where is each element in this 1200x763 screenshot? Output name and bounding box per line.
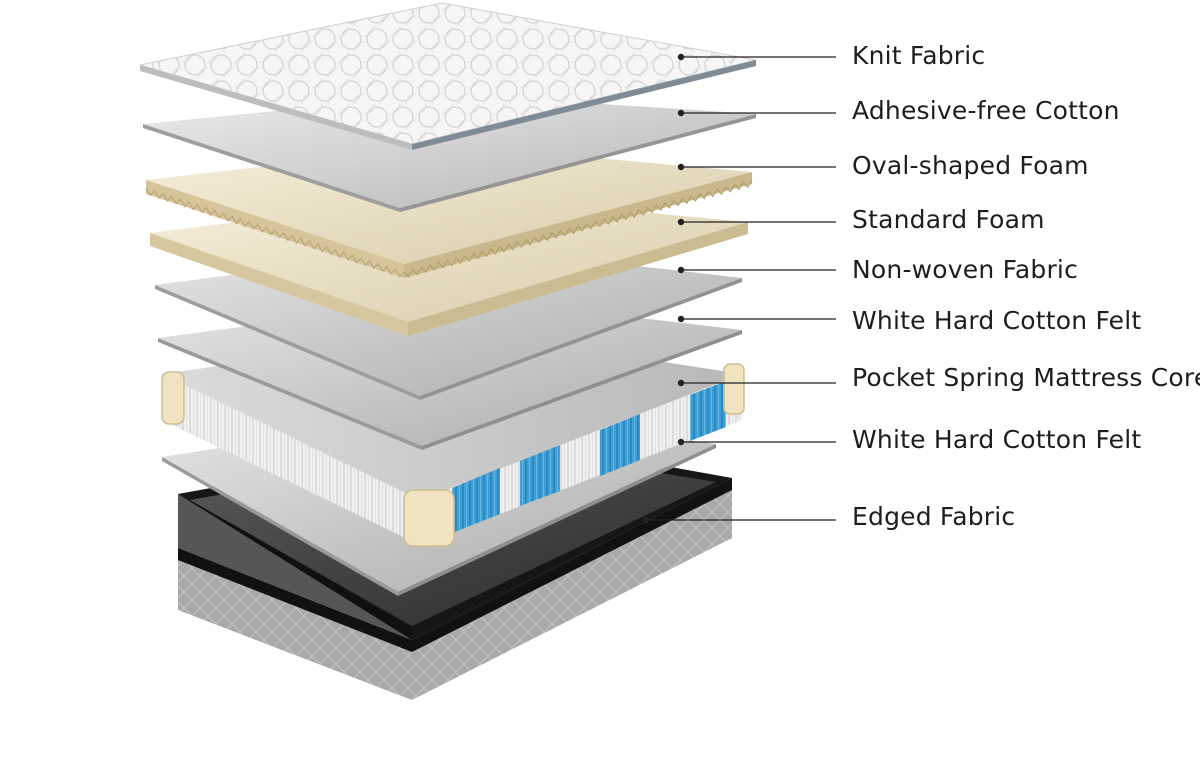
leader-dot-white-hard-cotton-felt-lower	[677, 438, 685, 446]
leader-dot-knit-fabric	[677, 53, 685, 61]
label-white-hard-cotton-felt-upper: White Hard Cotton Felt	[852, 306, 1142, 335]
label-non-woven-fabric: Non-woven Fabric	[852, 255, 1079, 284]
adhesive-free-cotton	[143, 94, 756, 212]
knit-fabric	[139, 2, 757, 150]
leader-dot-pocket-spring-core	[677, 379, 685, 387]
label-knit-fabric: Knit Fabric	[852, 41, 986, 70]
leader-dot-standard-foam	[677, 218, 685, 226]
label-oval-shaped-foam: Oval-shaped Foam	[852, 151, 1089, 180]
label-pocket-spring-core: Pocket Spring Mattress Core	[852, 363, 1200, 392]
label-white-hard-cotton-felt-lower: White Hard Cotton Felt	[852, 425, 1142, 454]
leader-lines	[642, 53, 836, 524]
leader-dot-oval-shaped-foam	[677, 163, 685, 171]
label-edged-fabric: Edged Fabric	[852, 502, 1016, 531]
leader-dot-white-hard-cotton-felt-upper	[677, 315, 685, 323]
leader-dot-non-woven-fabric	[677, 266, 685, 274]
label-standard-foam: Standard Foam	[852, 205, 1045, 234]
leader-dot-edged-fabric	[642, 516, 650, 524]
leader-dot-adhesive-free-cotton	[677, 109, 685, 117]
label-adhesive-free-cotton: Adhesive-free Cotton	[852, 96, 1120, 125]
